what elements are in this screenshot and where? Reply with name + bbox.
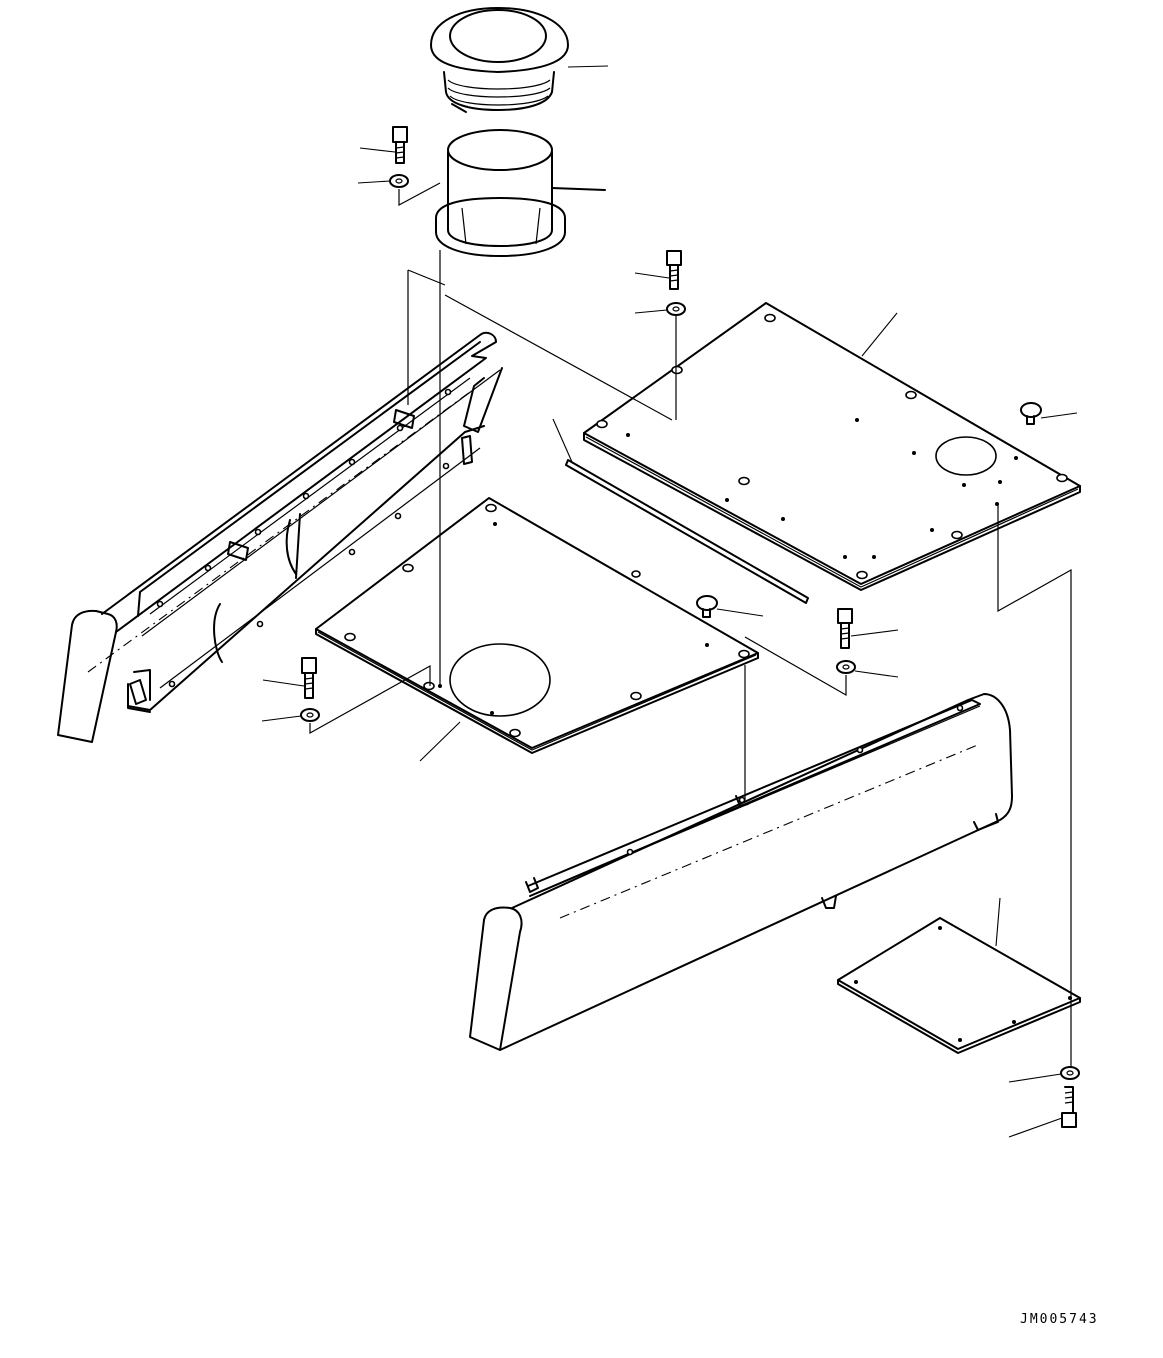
drawing-number: JM005743 [1020, 1312, 1099, 1327]
mounting-holes [596, 313, 1068, 580]
rail-holes [626, 704, 964, 856]
washer [836, 660, 899, 678]
rail-holes [156, 388, 452, 688]
bolt [634, 250, 682, 290]
washer [357, 174, 409, 188]
bolt [837, 608, 899, 649]
rubber-stopper [696, 595, 764, 618]
mounting-holes [344, 503, 750, 738]
side-rail-left [57, 331, 503, 743]
bolt [262, 657, 317, 699]
bolt [1008, 1086, 1077, 1138]
upper-cover-plate [583, 302, 1081, 591]
bolt [359, 126, 408, 164]
seal-strip [552, 418, 809, 604]
washer [634, 302, 686, 316]
side-rail-right [469, 693, 1013, 1051]
lower-cover-plate [315, 497, 759, 762]
small-access-plate [837, 897, 1081, 1054]
cap-assembly [430, 7, 609, 113]
assembly-centerlines [309, 182, 1072, 1066]
rubber-stopper [1020, 402, 1078, 425]
washer [1008, 1066, 1080, 1083]
washer [261, 708, 320, 722]
precleaner-cylinder [435, 129, 606, 257]
rail-tabs [129, 409, 473, 705]
